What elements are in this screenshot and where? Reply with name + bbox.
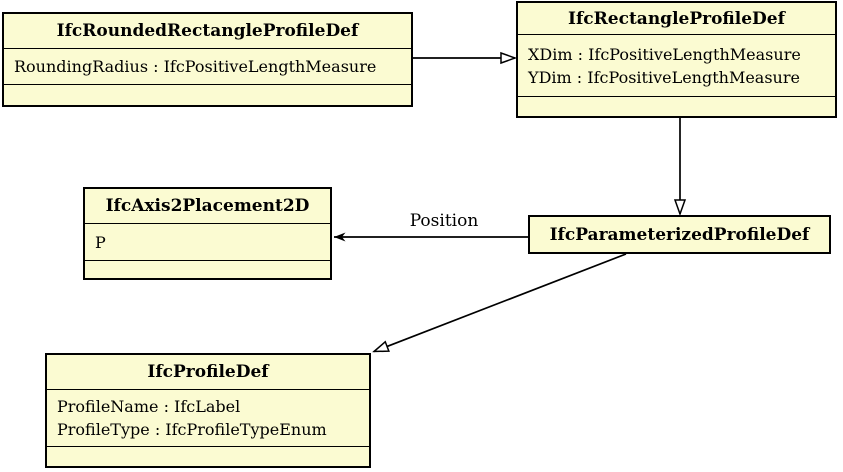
class-operations-empty: [4, 85, 411, 105]
class-title: IfcAxis2Placement2D: [85, 189, 330, 224]
class-title: IfcRectangleProfileDef: [518, 3, 835, 35]
attribute-line: RoundingRadius : IfcPositiveLengthMeasur…: [14, 57, 377, 76]
class-attributes: XDim : IfcPositiveLengthMeasure YDim : I…: [518, 35, 835, 97]
association-label-position: Position: [409, 211, 479, 231]
class-title: IfcRoundedRectangleProfileDef: [4, 14, 411, 49]
class-operations-empty: [85, 261, 330, 278]
attribute-line: XDim : IfcPositiveLengthMeasure: [528, 44, 801, 64]
class-attributes: RoundingRadius : IfcPositiveLengthMeasur…: [4, 49, 411, 85]
attribute-line: ProfileName : IfcLabel: [57, 397, 241, 416]
attribute-line: YDim : IfcPositiveLengthMeasure: [528, 67, 800, 87]
class-box-ifcroundedrectangleprofiledef: IfcRoundedRectangleProfileDef RoundingRa…: [2, 12, 413, 107]
class-attributes: P: [85, 224, 330, 261]
class-operations-empty: [518, 97, 835, 116]
class-title: IfcParameterizedProfileDef: [549, 224, 810, 245]
class-box-ifcparameterizedprofiledef: IfcParameterizedProfileDef: [528, 215, 831, 254]
class-operations-empty: [47, 447, 369, 466]
attribute-line: P: [95, 232, 106, 252]
class-box-ifcrectangleprofiledef: IfcRectangleProfileDef XDim : IfcPositiv…: [516, 1, 837, 118]
generalization-arrow-parameterized-to-profiledef: [374, 253, 627, 352]
class-box-ifcaxis2placement2d: IfcAxis2Placement2D P: [83, 187, 332, 280]
class-box-ifcprofiledef: IfcProfileDef ProfileName : IfcLabel Pro…: [45, 353, 371, 468]
attribute-line: ProfileType : IfcProfileTypeEnum: [57, 420, 327, 439]
class-attributes: ProfileName : IfcLabel ProfileType : Ifc…: [47, 390, 369, 447]
class-title: IfcProfileDef: [47, 355, 369, 390]
